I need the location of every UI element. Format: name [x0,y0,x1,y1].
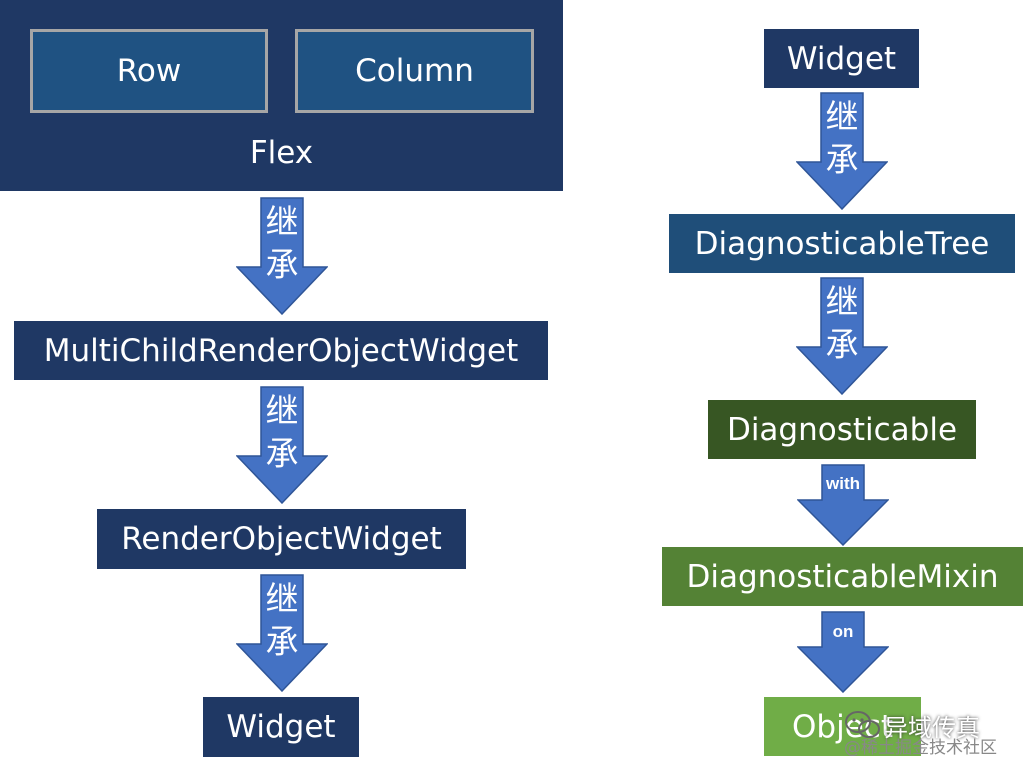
arrow-label-line2: 承 [825,325,859,364]
node-label: MultiChildRenderObjectWidget [43,332,519,369]
node-diagnosticable: Diagnosticable [708,400,976,459]
down-arrow-icon [796,277,888,395]
node-label: Widget [786,40,897,77]
right-arrow-4: on [797,611,889,693]
node-multichildrenderobjectwidget: MultiChildRenderObjectWidget [14,321,548,380]
row-label: Row [116,53,182,89]
arrow-label-line1: 继 [825,282,859,321]
arrow-label-line2: 承 [265,434,299,473]
inherit-arrow-3: 继 承 [236,574,328,692]
arrow-label-line2: 承 [265,245,299,284]
down-arrow-icon [797,611,889,693]
arrow-label-line1: 继 [265,391,299,430]
arrow-label: with [826,474,860,493]
flex-container: Row Column Flex [0,0,563,191]
node-label: Widget [226,709,336,745]
node-renderobjectwidget: RenderObjectWidget [97,509,466,569]
right-arrow-1: 继 承 [796,92,888,210]
arrow-label-line1: 继 [825,97,859,136]
down-arrow-icon [796,92,888,210]
node-label: Diagnosticable [726,411,958,448]
arrow-label: on [832,622,854,641]
node-widget-left: Widget [203,697,359,757]
node-diagnosticablemixin: DiagnosticableMixin [662,547,1023,606]
wechat-icon [845,711,880,738]
node-diagnosticabletree: DiagnosticableTree [669,214,1015,273]
node-label: DiagnosticableTree [694,225,990,262]
inherit-arrow-1: 继 承 [236,197,328,315]
row-box: Row [30,29,268,113]
down-arrow-icon [797,464,889,546]
right-arrow-2: 继 承 [796,277,888,395]
watermark-subtitle: @稀土掘金技术社区 [844,738,997,758]
node-label: Object [792,708,893,745]
right-arrow-3: with [797,464,889,546]
down-arrow-icon [236,197,328,315]
down-arrow-icon [236,386,328,504]
arrow-label-line1: 继 [265,202,299,241]
inherit-arrow-2: 继 承 [236,386,328,504]
watermark: 异域传真 @稀土掘金技术社区 [840,708,1020,758]
column-label: Column [355,53,474,89]
down-arrow-icon [236,574,328,692]
watermark-title: 异域传真 [884,714,980,742]
arrow-label-line2: 承 [265,622,299,661]
node-widget-right: Widget [764,29,919,88]
arrow-label-line1: 继 [265,579,299,618]
node-label: DiagnosticableMixin [686,558,999,595]
node-label: RenderObjectWidget [121,521,442,557]
node-object: Object [764,697,921,756]
arrow-label-line2: 承 [825,140,859,179]
flex-label: Flex [249,135,314,171]
column-box: Column [295,29,534,113]
